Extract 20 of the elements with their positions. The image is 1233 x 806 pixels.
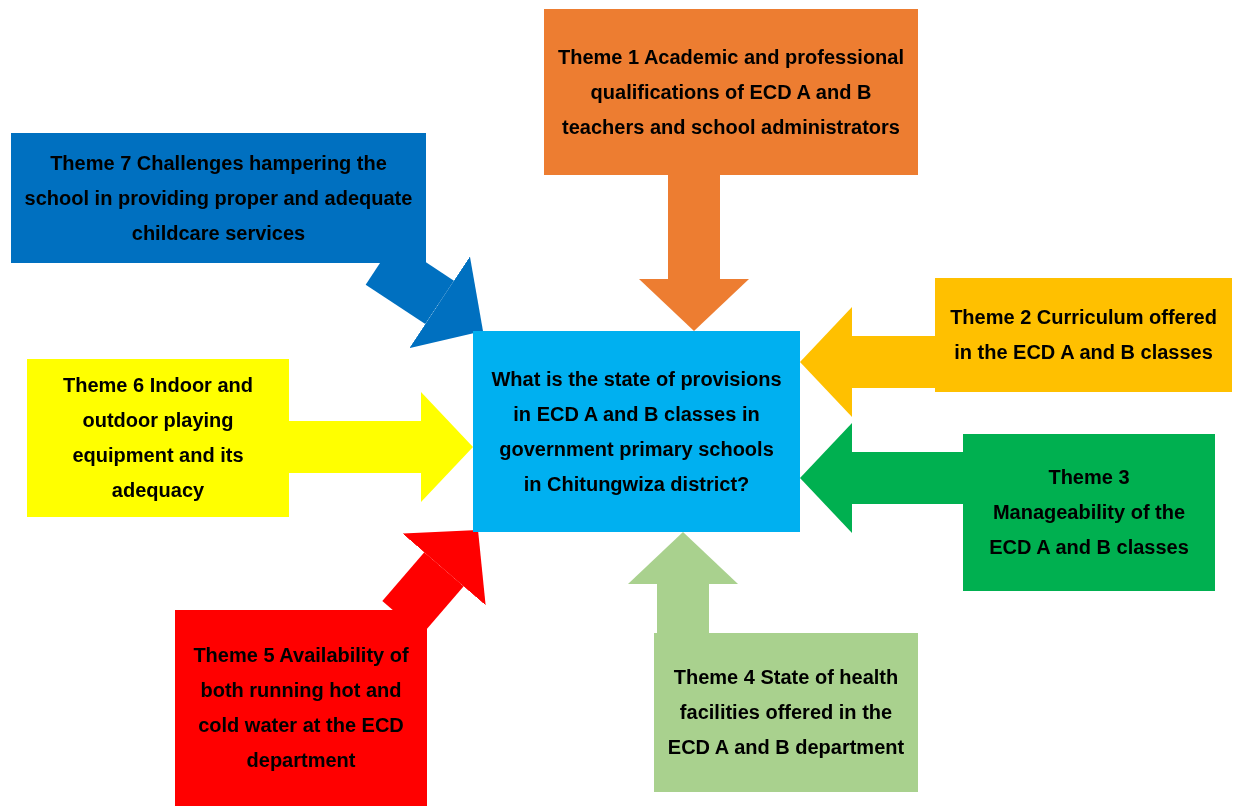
theme-text: Theme 6 Indoor and outdoor playing equipment and its adequacy xyxy=(62,373,254,503)
theme-box xyxy=(175,610,427,806)
theme-box xyxy=(544,9,918,175)
theme-text: Theme 5 Availability of both running hot and cold water at the ECD department xyxy=(192,643,410,773)
theme-text: Theme 2 Curriculum offered in the ECD A and B classes xyxy=(949,305,1218,365)
theme-box xyxy=(935,278,1232,392)
question-box xyxy=(473,331,800,532)
block-arrow xyxy=(800,423,963,533)
theme-text: What is the state of provisions in ECD A and B classes in government primary schools in Chitungwiza district? xyxy=(491,366,782,497)
theme-box xyxy=(11,133,426,263)
theme-text: Theme 3 Manageability of the ECD A and B classes xyxy=(988,465,1190,560)
theme-box xyxy=(963,434,1215,591)
theme-text: Theme 4 State of health facilities offered in the ECD A and B department xyxy=(666,665,906,760)
block-arrow xyxy=(639,175,749,331)
block-arrow xyxy=(800,307,935,417)
theme-box xyxy=(27,359,289,517)
block-arrow xyxy=(628,532,738,633)
theme-text: Theme 7 Challenges hampering the school in providing proper and adequate childcare services xyxy=(23,150,414,246)
theme-text: Theme 1 Academic and professional qualifications of ECD A and B teachers and school administrators xyxy=(556,44,905,140)
theme-box xyxy=(654,633,918,792)
